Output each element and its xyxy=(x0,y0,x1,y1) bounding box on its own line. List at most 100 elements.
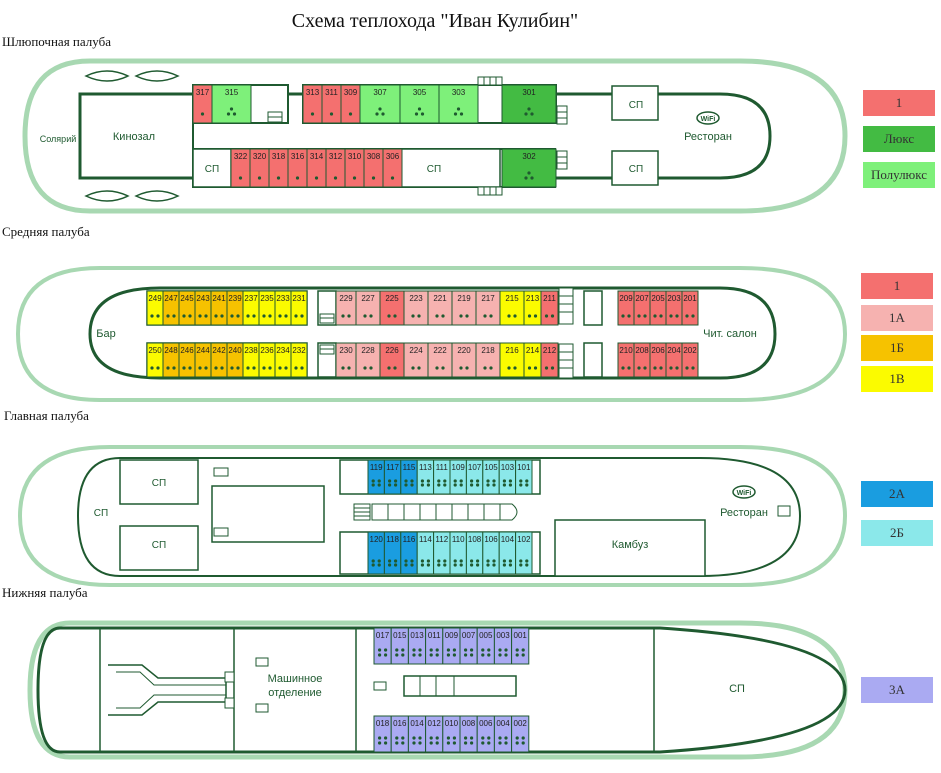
cabin-204[interactable]: 204 xyxy=(665,342,683,378)
cabin-005[interactable]: 005 xyxy=(476,627,495,665)
cabin-246[interactable]: 246 xyxy=(178,342,196,378)
cabin-102[interactable]: 102 xyxy=(515,531,533,575)
cabin-210[interactable]: 210 xyxy=(617,342,635,378)
cabin-117[interactable]: 117 xyxy=(383,459,402,495)
cabin-118[interactable]: 118 xyxy=(383,531,402,575)
cabin-218[interactable]: 218 xyxy=(475,342,501,378)
cabin-209[interactable]: 209 xyxy=(617,290,635,326)
cabin-229[interactable]: 229 xyxy=(335,290,357,326)
cabin-308[interactable]: 308 xyxy=(363,148,384,188)
cabin-245[interactable]: 245 xyxy=(178,290,196,326)
cabin-231[interactable]: 231 xyxy=(290,290,308,326)
cabin-227[interactable]: 227 xyxy=(355,290,381,326)
cabin-250[interactable]: 250 xyxy=(146,342,164,378)
cabin-116[interactable]: 116 xyxy=(400,531,418,575)
cabin-224[interactable]: 224 xyxy=(403,342,429,378)
cabin-241[interactable]: 241 xyxy=(210,290,228,326)
cabin-247[interactable]: 247 xyxy=(162,290,180,326)
cabin-221[interactable]: 221 xyxy=(427,290,453,326)
cabin-016[interactable]: 016 xyxy=(390,715,409,753)
cabin-111[interactable]: 111 xyxy=(433,459,451,495)
cabin-228[interactable]: 228 xyxy=(355,342,381,378)
cabin-322[interactable]: 322 xyxy=(230,148,251,188)
cabin-225[interactable]: 225 xyxy=(379,290,405,326)
cabin-108[interactable]: 108 xyxy=(465,531,484,575)
cabin-106[interactable]: 106 xyxy=(482,531,500,575)
cabin-205[interactable]: 205 xyxy=(649,290,667,326)
cabin-220[interactable]: 220 xyxy=(451,342,477,378)
cabin-303[interactable]: 303 xyxy=(438,84,479,124)
cabin-113[interactable]: 113 xyxy=(416,459,435,495)
cabin-239[interactable]: 239 xyxy=(226,290,244,326)
cabin-214[interactable]: 214 xyxy=(523,342,542,378)
cabin-236[interactable]: 236 xyxy=(258,342,276,378)
cabin-315[interactable]: 315 xyxy=(211,84,252,124)
cabin-008[interactable]: 008 xyxy=(459,715,478,753)
cabin-226[interactable]: 226 xyxy=(379,342,405,378)
cabin-318[interactable]: 318 xyxy=(268,148,289,188)
cabin-115[interactable]: 115 xyxy=(400,459,418,495)
cabin-112[interactable]: 112 xyxy=(433,531,451,575)
cabin-101[interactable]: 101 xyxy=(515,459,533,495)
cabin-238[interactable]: 238 xyxy=(242,342,260,378)
cabin-215[interactable]: 215 xyxy=(499,290,525,326)
cabin-248[interactable]: 248 xyxy=(162,342,180,378)
cabin-107[interactable]: 107 xyxy=(465,459,484,495)
cabin-243[interactable]: 243 xyxy=(194,290,212,326)
cabin-306[interactable]: 306 xyxy=(382,148,403,188)
cabin-230[interactable]: 230 xyxy=(335,342,357,378)
cabin-234[interactable]: 234 xyxy=(274,342,292,378)
cabin-109[interactable]: 109 xyxy=(449,459,467,495)
cabin-301[interactable]: 301 xyxy=(501,84,557,124)
cabin-014[interactable]: 014 xyxy=(407,715,427,753)
cabin-320[interactable]: 320 xyxy=(249,148,270,188)
cabin-001[interactable]: 001 xyxy=(511,627,530,665)
cabin-212[interactable]: 212 xyxy=(540,342,559,378)
cabin-012[interactable]: 012 xyxy=(425,715,444,753)
cabin-309[interactable]: 309 xyxy=(340,84,361,124)
cabin-249[interactable]: 249 xyxy=(146,290,164,326)
cabin-110[interactable]: 110 xyxy=(449,531,467,575)
cabin-203[interactable]: 203 xyxy=(665,290,683,326)
cabin-312[interactable]: 312 xyxy=(325,148,346,188)
cabin-015[interactable]: 015 xyxy=(390,627,409,665)
cabin-232[interactable]: 232 xyxy=(290,342,308,378)
cabin-310[interactable]: 310 xyxy=(344,148,365,188)
cabin-018[interactable]: 018 xyxy=(373,715,392,753)
cabin-114[interactable]: 114 xyxy=(416,531,435,575)
cabin-003[interactable]: 003 xyxy=(493,627,513,665)
cabin-219[interactable]: 219 xyxy=(451,290,477,326)
cabin-105[interactable]: 105 xyxy=(482,459,500,495)
cabin-206[interactable]: 206 xyxy=(649,342,667,378)
cabin-314[interactable]: 314 xyxy=(306,148,327,188)
cabin-222[interactable]: 222 xyxy=(427,342,453,378)
cabin-233[interactable]: 233 xyxy=(274,290,292,326)
cabin-201[interactable]: 201 xyxy=(681,290,699,326)
cabin-223[interactable]: 223 xyxy=(403,290,429,326)
cabin-011[interactable]: 011 xyxy=(425,627,444,665)
cabin-235[interactable]: 235 xyxy=(258,290,276,326)
cabin-207[interactable]: 207 xyxy=(633,290,651,326)
cabin-307[interactable]: 307 xyxy=(359,84,401,124)
cabin-202[interactable]: 202 xyxy=(681,342,699,378)
cabin-006[interactable]: 006 xyxy=(476,715,495,753)
cabin-240[interactable]: 240 xyxy=(226,342,244,378)
cabin-313[interactable]: 313 xyxy=(302,84,323,124)
cabin-103[interactable]: 103 xyxy=(498,459,517,495)
cabin-120[interactable]: 120 xyxy=(367,531,385,575)
cabin-007[interactable]: 007 xyxy=(459,627,478,665)
cabin-013[interactable]: 013 xyxy=(407,627,427,665)
cabin-237[interactable]: 237 xyxy=(242,290,260,326)
cabin-311[interactable]: 311 xyxy=(321,84,342,124)
cabin-302[interactable]: 302 xyxy=(501,148,557,188)
cabin-316[interactable]: 316 xyxy=(287,148,308,188)
cabin-213[interactable]: 213 xyxy=(523,290,542,326)
cabin-217[interactable]: 217 xyxy=(475,290,501,326)
cabin-010[interactable]: 010 xyxy=(442,715,461,753)
cabin-104[interactable]: 104 xyxy=(498,531,517,575)
cabin-216[interactable]: 216 xyxy=(499,342,525,378)
cabin-009[interactable]: 009 xyxy=(442,627,461,665)
cabin-242[interactable]: 242 xyxy=(210,342,228,378)
cabin-119[interactable]: 119 xyxy=(367,459,385,495)
cabin-305[interactable]: 305 xyxy=(399,84,440,124)
